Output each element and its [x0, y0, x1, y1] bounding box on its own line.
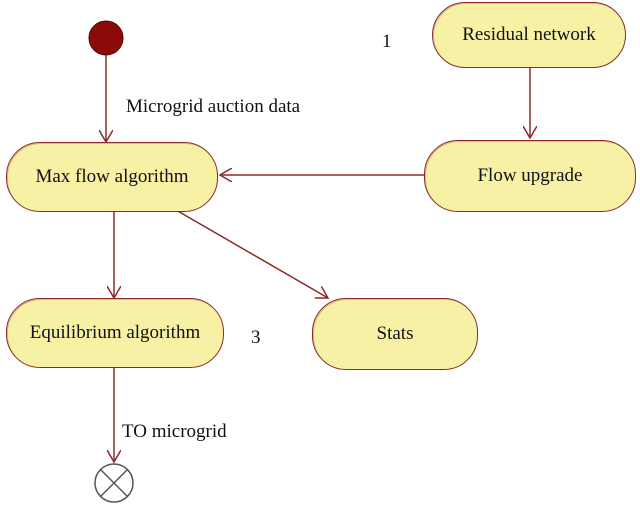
node-equilibrium-algorithm[interactable]: Equilibrium algorithm	[6, 298, 224, 368]
edge-max-flow-to-stats	[175, 209, 328, 298]
edge-label-to-microgrid: TO microgrid	[122, 421, 227, 442]
node-max-flow-algorithm[interactable]: Max flow algorithm	[6, 142, 218, 212]
annotation-3: 3	[251, 327, 261, 348]
node-residual-network[interactable]: Residual network	[432, 2, 626, 68]
start-node	[88, 20, 124, 56]
end-node	[94, 463, 134, 503]
node-flow-upgrade[interactable]: Flow upgrade	[424, 140, 636, 212]
edge-label-auction-data: Microgrid auction data	[126, 96, 301, 117]
annotation-1: 1	[382, 31, 392, 52]
node-stats[interactable]: Stats	[312, 298, 478, 370]
